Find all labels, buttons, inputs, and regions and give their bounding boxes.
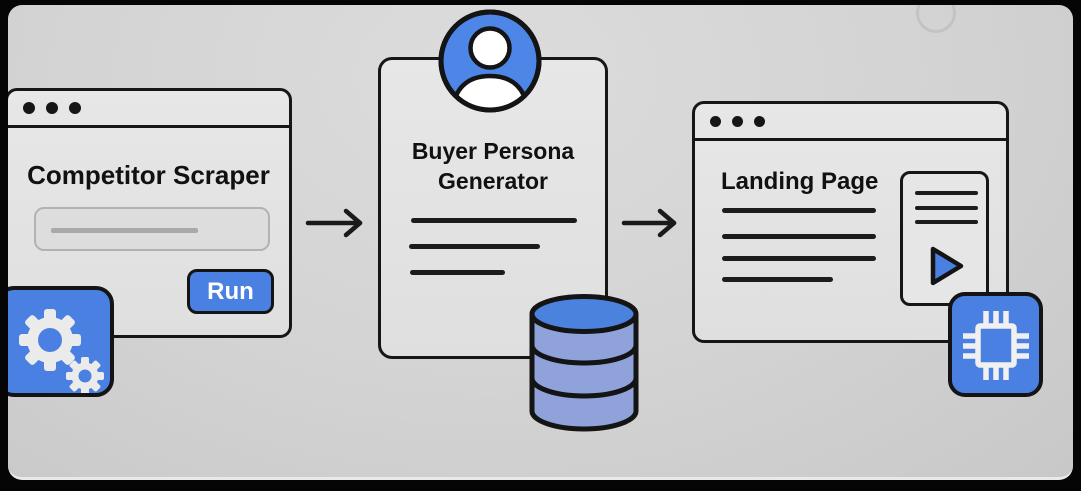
window-titlebar [8,91,289,128]
text-line-placeholder [410,270,505,275]
url-input-field[interactable] [34,207,270,251]
text-line-placeholder [722,208,876,213]
chip-icon [963,311,1029,380]
decorative-ring [916,5,956,33]
window-dot [46,102,58,114]
gears-icon [19,309,104,393]
run-button[interactable]: Run [187,269,274,314]
panel-title: Buyer Persona Generator [411,138,575,194]
text-line-placeholder [722,256,876,261]
window-dot [69,102,81,114]
text-line-placeholder [915,220,978,224]
chip-card [948,292,1043,397]
input-placeholder-line [51,228,198,233]
window-titlebar [695,104,1006,141]
user-avatar-icon [438,9,542,113]
text-line-placeholder [915,191,978,195]
text-line-placeholder [411,218,577,223]
window-dot [754,115,765,127]
text-line-placeholder [722,234,876,239]
window-dot [732,115,743,127]
illustration-sheet: Competitor Scraper Run [8,5,1073,480]
play-icon[interactable] [926,243,968,289]
text-line-placeholder [409,244,540,249]
gears-card [8,286,114,397]
arrow-right-icon [621,208,677,238]
video-panel [900,171,989,306]
panel-title: Landing Page [721,168,879,195]
text-line-placeholder [915,206,978,210]
window-dot [23,102,35,114]
text-line-placeholder [722,277,833,282]
panel-title: Competitor Scraper [27,160,270,190]
arrow-right-icon [305,208,363,238]
window-dot [710,115,721,127]
database-icon [529,294,639,432]
